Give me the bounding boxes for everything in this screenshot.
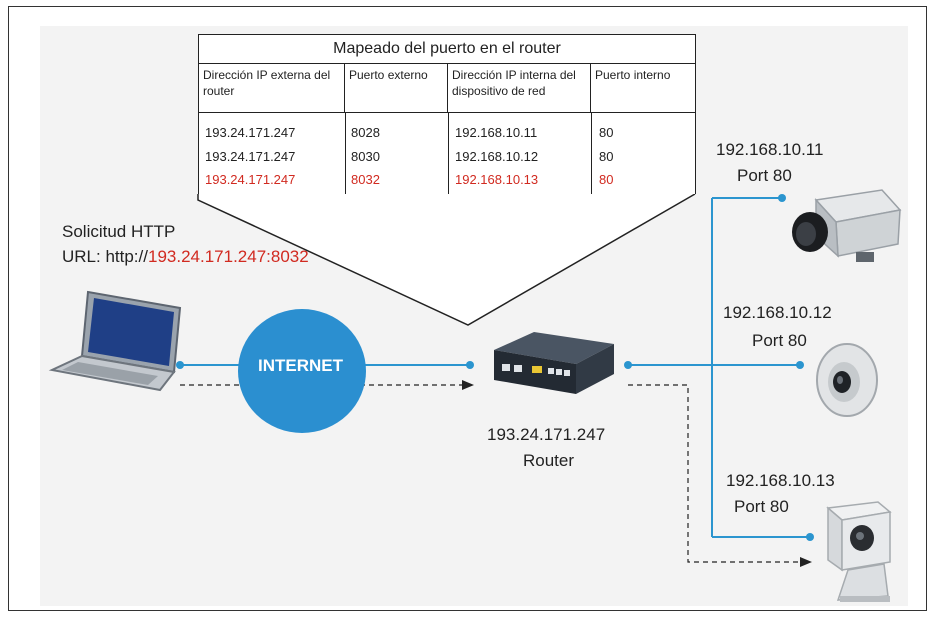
box-camera-icon — [792, 189, 902, 262]
camera1-link-dot — [778, 194, 786, 202]
camera2-ip: 192.168.10.12 — [723, 303, 832, 322]
outer-frame — [8, 6, 927, 611]
dome-camera-icon — [816, 343, 878, 417]
camera1-port: Port 80 — [737, 166, 792, 185]
table-title: Mapeado del puerto en el router — [198, 34, 696, 64]
camera1-ip: 192.168.10.11 — [716, 140, 824, 159]
request-url-prefix: URL: http:// — [62, 247, 148, 266]
table-col-divider — [345, 112, 346, 194]
router-label: Router — [523, 451, 575, 470]
camera3-link-dot — [806, 533, 814, 541]
cube-camera-icon — [826, 501, 892, 602]
table-cell-highlighted: 8032 — [351, 172, 380, 187]
camera3-port: Port 80 — [734, 497, 789, 516]
table-cell: 193.24.171.247 — [205, 149, 296, 164]
router-link-dot-left — [466, 361, 474, 369]
camera3-ip: 192.168.10.13 — [726, 471, 835, 490]
table-cell: 192.168.10.11 — [455, 125, 538, 140]
table-header: Puerto externo — [345, 64, 448, 112]
table-cell: 193.24.171.247 — [205, 125, 296, 140]
table-col-divider — [448, 112, 449, 194]
router-link-dot-right — [624, 361, 632, 369]
laptop-link-dot — [176, 361, 184, 369]
table-cell-highlighted: 80 — [599, 172, 614, 187]
request-arrowhead — [462, 380, 474, 390]
laptop-icon — [48, 290, 182, 392]
router-ip: 193.24.171.247 — [487, 425, 606, 444]
table-header: Dirección IP externa del router — [199, 64, 345, 112]
camera2-link-dot — [796, 361, 804, 369]
callout-wedge — [197, 193, 696, 326]
table-header-divider — [198, 112, 696, 113]
table-cell-highlighted: 192.168.10.13 — [455, 172, 539, 187]
table-cell: 8030 — [351, 149, 380, 164]
request-url-address: 193.24.171.247:8032 — [147, 247, 309, 266]
internet-label: INTERNET — [258, 356, 343, 375]
router-icon — [494, 332, 614, 394]
internet-cloud — [238, 309, 366, 433]
table-header: Puerto interno — [591, 64, 694, 112]
camera2-port: Port 80 — [752, 331, 807, 350]
table-cell-highlighted: 193.24.171.247 — [205, 172, 296, 187]
request-url: URL: http://193.24.171.247:8032 — [62, 247, 309, 267]
request-title: Solicitud HTTP — [62, 222, 176, 241]
table-cell: 80 — [599, 149, 614, 164]
table-cell: 192.168.10.12 — [455, 149, 539, 164]
table-header: Dirección IP interna del dispositivo de … — [448, 64, 591, 112]
forward-arrowhead — [800, 557, 812, 567]
table-cell: 80 — [599, 125, 614, 140]
table-col-divider — [591, 112, 592, 194]
table-cell: 8028 — [351, 125, 380, 140]
forward-dashed-line — [628, 384, 800, 563]
